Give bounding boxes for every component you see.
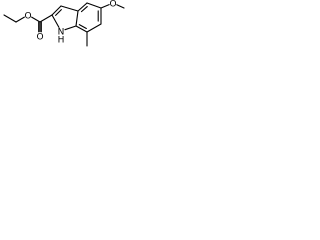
atom-label-layer: O O O NH (24, 0, 116, 45)
atom-label-h_n1: H (58, 35, 65, 45)
bond-c6-c7 (86, 23, 102, 33)
bond-me1-ch2 (3, 14, 17, 23)
bond-c3-c3a (60, 5, 79, 12)
bond-c3a-c4-inner (80, 5, 88, 13)
bond-c2-c3 (51, 5, 62, 16)
bond-c7-c7a-inner (78, 24, 87, 30)
bond-c7a-n1 (64, 25, 77, 31)
bond-c_carbonyl-c2 (39, 14, 53, 23)
atom-label-o_carbonyl: O (36, 32, 43, 42)
bond-n1-c2 (51, 14, 60, 28)
bond-c4-c5 (86, 2, 102, 9)
molecule-structure-diagram: O O O NH (3, 0, 125, 47)
bond-c3a-c4 (77, 2, 88, 12)
bond-c7-c7a (75, 25, 88, 33)
atom-label-n1: N (58, 27, 65, 37)
bond-c7a-c3a (75, 10, 79, 27)
bond-layer (3, 2, 125, 47)
atom-label-o_methoxy: O (109, 0, 116, 9)
bond-o_ester-c_carbonyl (31, 16, 41, 23)
bond-c2-c3-inner (55, 9, 62, 16)
bond-ch2-o_ester (15, 16, 25, 23)
atom-label-o_ester: O (24, 11, 31, 21)
bond-o_methoxy-me_methoxy (116, 4, 125, 9)
bond-c5-o_methoxy (100, 4, 110, 9)
